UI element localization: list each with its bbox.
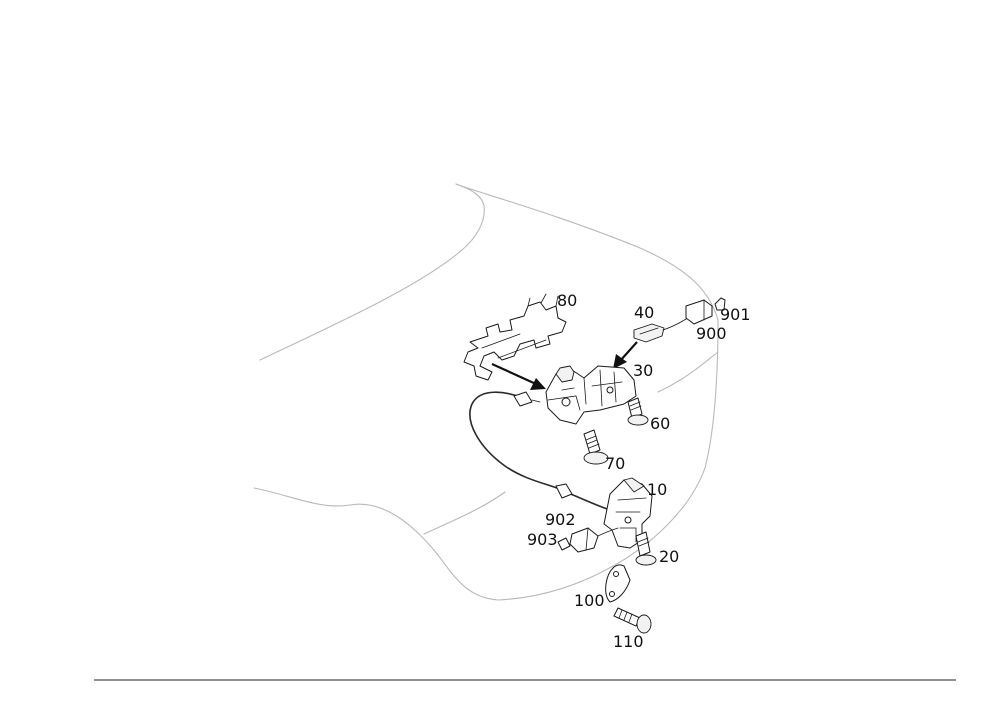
part-901-pin (714, 297, 726, 311)
callout-10: 10 (647, 480, 667, 499)
callout-902: 902 (545, 510, 576, 529)
arrow-40-to-30 (613, 341, 638, 369)
part-902-housing (569, 527, 619, 553)
callout-20: 20 (659, 547, 679, 566)
callout-901: 901 (720, 305, 751, 324)
cable-assembly (469, 391, 611, 511)
callout-110: 110 (613, 632, 644, 651)
part-110-screw (613, 607, 652, 634)
callout-70: 70 (605, 454, 625, 473)
callout-903: 903 (527, 530, 558, 549)
part-30-actuator (545, 365, 637, 425)
part-10-latch (603, 477, 653, 549)
callout-40: 40 (634, 303, 654, 322)
part-100-clip (605, 564, 631, 603)
callout-30: 30 (633, 361, 653, 380)
callout-100: 100 (574, 591, 605, 610)
part-70-bolt (583, 429, 609, 465)
trunk-lid-outline (253, 183, 719, 601)
part-900-housing (685, 299, 713, 325)
callout-900: 900 (696, 324, 727, 343)
part-80-bracket (463, 293, 567, 381)
part-20-bolt (635, 531, 657, 566)
part-60-screw (627, 397, 649, 426)
arrow-80-to-30 (491, 362, 546, 390)
part-903-pin (557, 537, 571, 551)
callout-80: 80 (557, 291, 577, 310)
callout-60: 60 (650, 414, 670, 433)
